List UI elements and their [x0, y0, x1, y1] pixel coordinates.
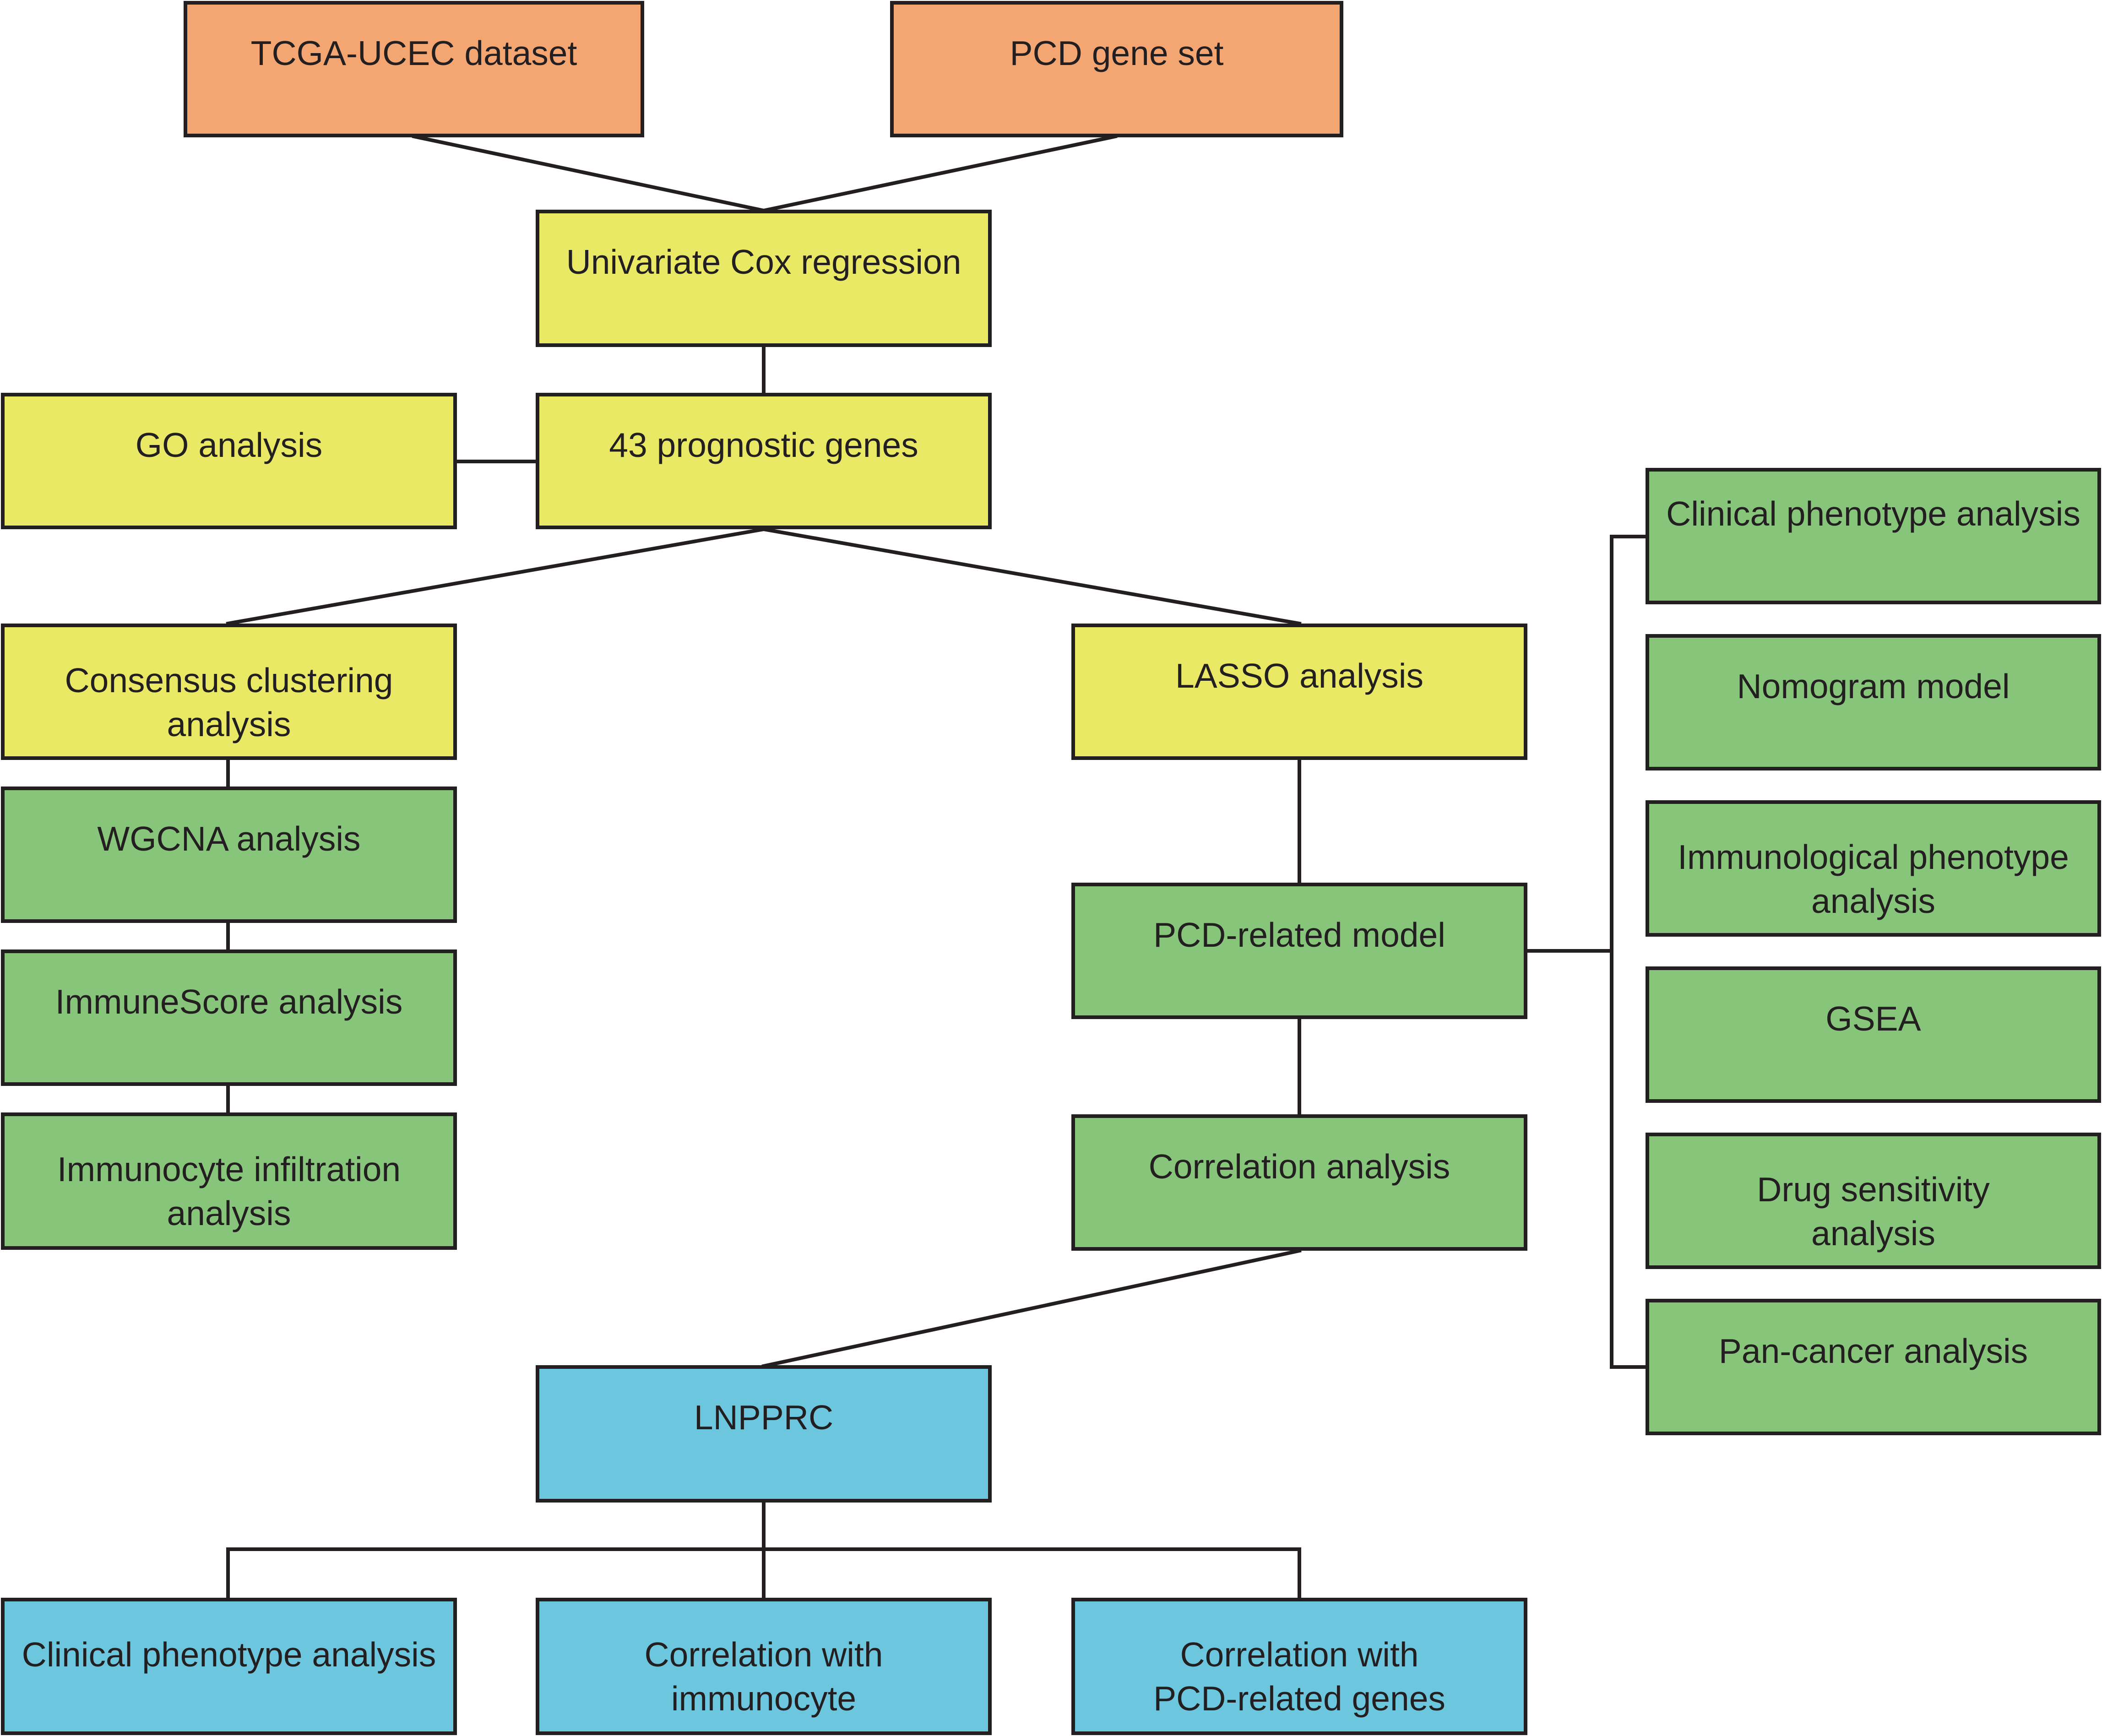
pan-cancer-analysis-node: Pan-cancer analysis [1646, 1299, 2101, 1435]
prognostic-genes-node: 43 prognostic genes [536, 393, 992, 529]
edge-tcga-to-cox [412, 134, 766, 213]
edge-pcd-set-to-cox [761, 134, 1118, 213]
edge-correlation-to-lnpprc [761, 1248, 1302, 1368]
clinical-phenotype-analysis-right-node: Clinical phenotype analysis [1646, 468, 2101, 604]
nomogram-model-node: Nomogram model [1646, 634, 2101, 770]
lnpprc-node: LNPPRC [536, 1365, 992, 1503]
drug-sensitivity-node: Drug sensitivity analysis [1646, 1133, 2101, 1269]
immunescore-analysis-node: ImmuneScore analysis [1, 949, 457, 1086]
edge-right-bracket [1610, 535, 1649, 1369]
consensus-clustering-node: Consensus clustering analysis [1, 624, 457, 760]
correlation-analysis-node: Correlation analysis [1071, 1114, 1527, 1251]
correlation-with-immunocyte-node: Correlation with immunocyte [536, 1598, 992, 1735]
pcd-related-model-node: PCD-related model [1071, 883, 1527, 1019]
edge-prognostic-to-consensus [226, 527, 766, 626]
correlation-with-pcd-genes-node: Correlation with PCD-related genes [1071, 1598, 1527, 1735]
immunocyte-infiltration-node: Immunocyte infiltration analysis [1, 1112, 457, 1250]
wgcna-analysis-node: WGCNA analysis [1, 787, 457, 923]
immunological-phenotype-node: Immunological phenotype analysis [1646, 800, 2101, 937]
clinical-phenotype-analysis-bottom-node: Clinical phenotype analysis [1, 1598, 457, 1735]
gsea-node: GSEA [1646, 966, 2101, 1103]
pcd-gene-set-node: PCD gene set [890, 1, 1343, 137]
lasso-analysis-node: LASSO analysis [1071, 624, 1527, 760]
edge-prognostic-to-lasso [761, 527, 1302, 626]
go-analysis-node: GO analysis [1, 393, 457, 529]
tcga-ucec-dataset-node: TCGA-UCEC dataset [184, 1, 644, 137]
univariate-cox-regression-node: Univariate Cox regression [536, 210, 992, 347]
